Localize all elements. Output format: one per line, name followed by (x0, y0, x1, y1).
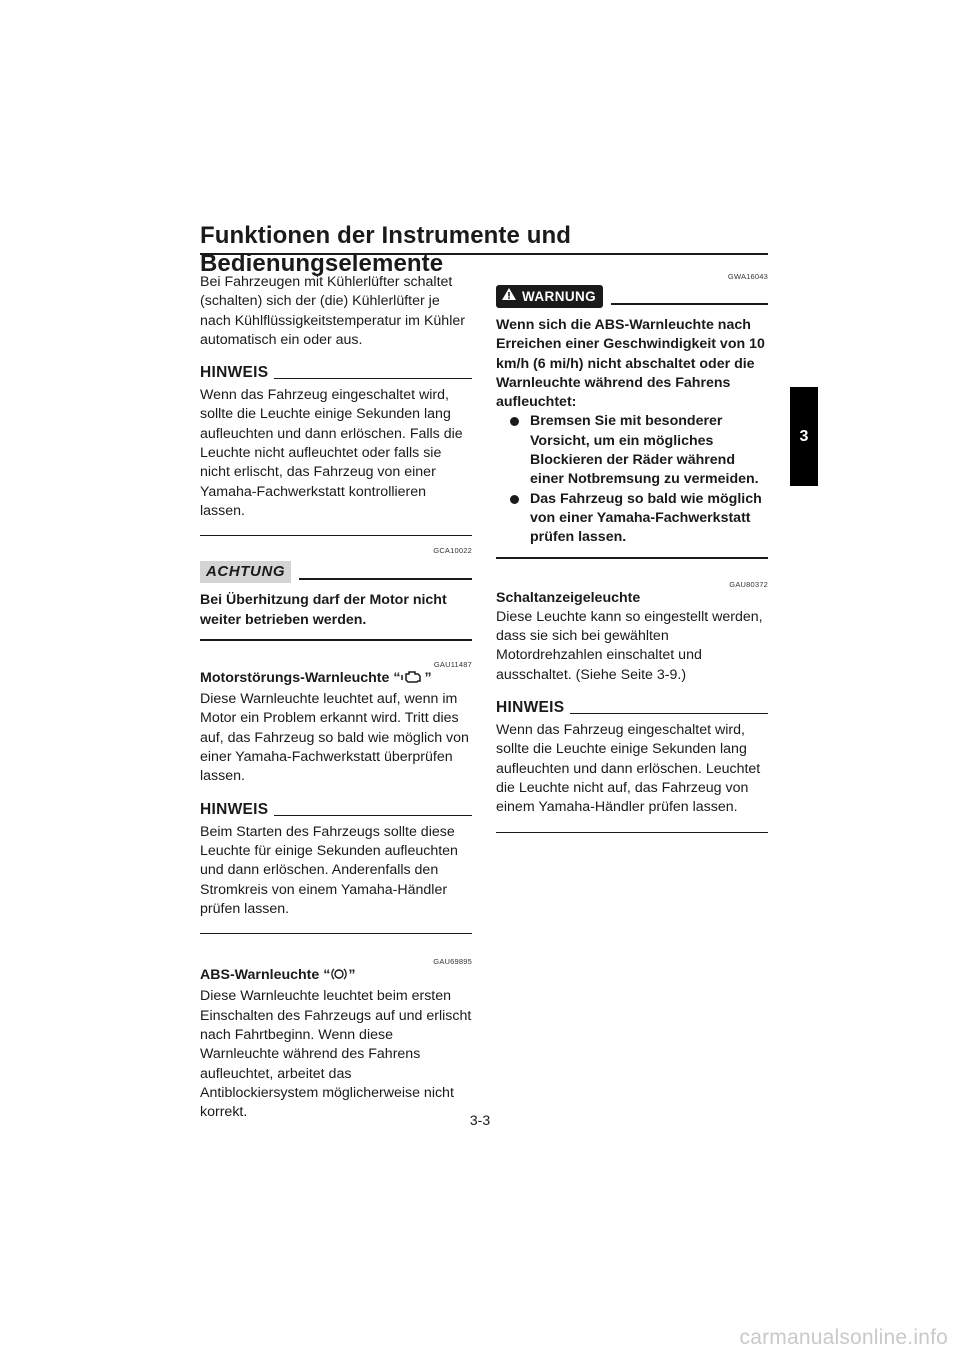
note-text: Wenn das Fahrzeug eingeschaltet wird, so… (200, 387, 463, 519)
caution-rule (299, 578, 472, 581)
caution-label: ACHTUNG (200, 561, 292, 584)
note-label: HINWEIS (200, 800, 269, 818)
chapter-tab: 3 (790, 387, 818, 486)
engine-text: Diese Warnleuchte leuchtet auf, wenn im … (200, 691, 469, 785)
warning-text: Wenn sich die ABS-Warnleuchte nach Errei… (496, 317, 765, 411)
note-label: HINWEIS (496, 699, 565, 717)
page-number: 3-3 (469, 1112, 491, 1128)
note-rule (570, 713, 768, 715)
caution-end-rule (200, 638, 472, 641)
page-title: Funktionen der Instrumente und Bedienung… (200, 222, 572, 277)
caution-heading: ACHTUNG (200, 561, 472, 584)
engine-heading-suffix: ” (424, 669, 432, 686)
warning-rule (611, 303, 768, 305)
engine-code: GAU11487 (433, 659, 472, 669)
note-end-rule (200, 535, 472, 537)
note-heading: HINWEIS (200, 364, 472, 382)
note-heading: HINWEIS (496, 699, 768, 717)
warning-heading: WARNUNG (496, 285, 768, 308)
note-text: Beim Starten des Fahrzeugs sollte diese … (200, 823, 458, 917)
note-text: Wenn das Fahrzeug eingeschaltet wird, so… (496, 722, 761, 816)
shift-code: GAU80372 (729, 579, 768, 589)
right-column: GWA16043 WARNUNG Wenn sich die ABS-Warnl… (496, 273, 768, 833)
engine-icon (401, 670, 423, 690)
warning-label-box: WARNUNG (496, 285, 604, 308)
warning-bullet-list: Bremsen Sie mit besonderer Vorsicht, um … (496, 412, 768, 547)
caution-code: GCA10022 (433, 546, 472, 556)
shift-heading: Schaltanzeigeleuchte (496, 589, 641, 606)
left-column: Bei Fahrzeugen mit Kühlerlüfter schaltet… (200, 273, 472, 1123)
note-end-rule (496, 831, 768, 833)
abs-heading-suffix: ” (348, 967, 356, 984)
note-heading: HINWEIS (200, 801, 472, 819)
note-rule (274, 814, 472, 816)
note-rule (274, 378, 472, 380)
abs-code: GAU69895 (433, 957, 472, 967)
shift-text: Diese Leuchte kann so eingestellt werden… (496, 608, 763, 683)
warning-label: WARNUNG (522, 288, 597, 304)
list-item: Bremsen Sie mit besonderer Vorsicht, um … (510, 412, 768, 489)
bullet-icon (510, 494, 519, 504)
abs-text: Diese Warnleuchte leuchtet beim ersten E… (200, 988, 472, 1121)
warning-end-rule (496, 556, 768, 559)
caution-text: Bei Überhitzung darf der Motor nicht wei… (200, 592, 447, 628)
abs-heading-prefix: ABS-Warnleuchte “ (200, 967, 331, 984)
engine-heading-prefix: Motorstörungs-Warnleuchte “ (200, 669, 401, 686)
bullet-icon (510, 417, 519, 427)
abs-heading: ABS-Warnleuchte “ ” (200, 966, 472, 987)
engine-heading: Motorstörungs-Warnleuchte “ ” (200, 669, 472, 690)
note-end-rule (200, 933, 472, 935)
warning-triangle-icon (501, 287, 522, 306)
warning-code: GWA16043 (727, 272, 768, 281)
intro-paragraph: Bei Fahrzeugen mit Kühlerlüfter schaltet… (200, 274, 465, 348)
abs-icon (331, 967, 348, 987)
header-rule (200, 253, 768, 255)
watermark: carmanualsonline.info (739, 1326, 948, 1349)
list-item: Das Fahrzeug so bald wie möglich von ein… (510, 490, 768, 548)
note-label: HINWEIS (200, 364, 269, 382)
